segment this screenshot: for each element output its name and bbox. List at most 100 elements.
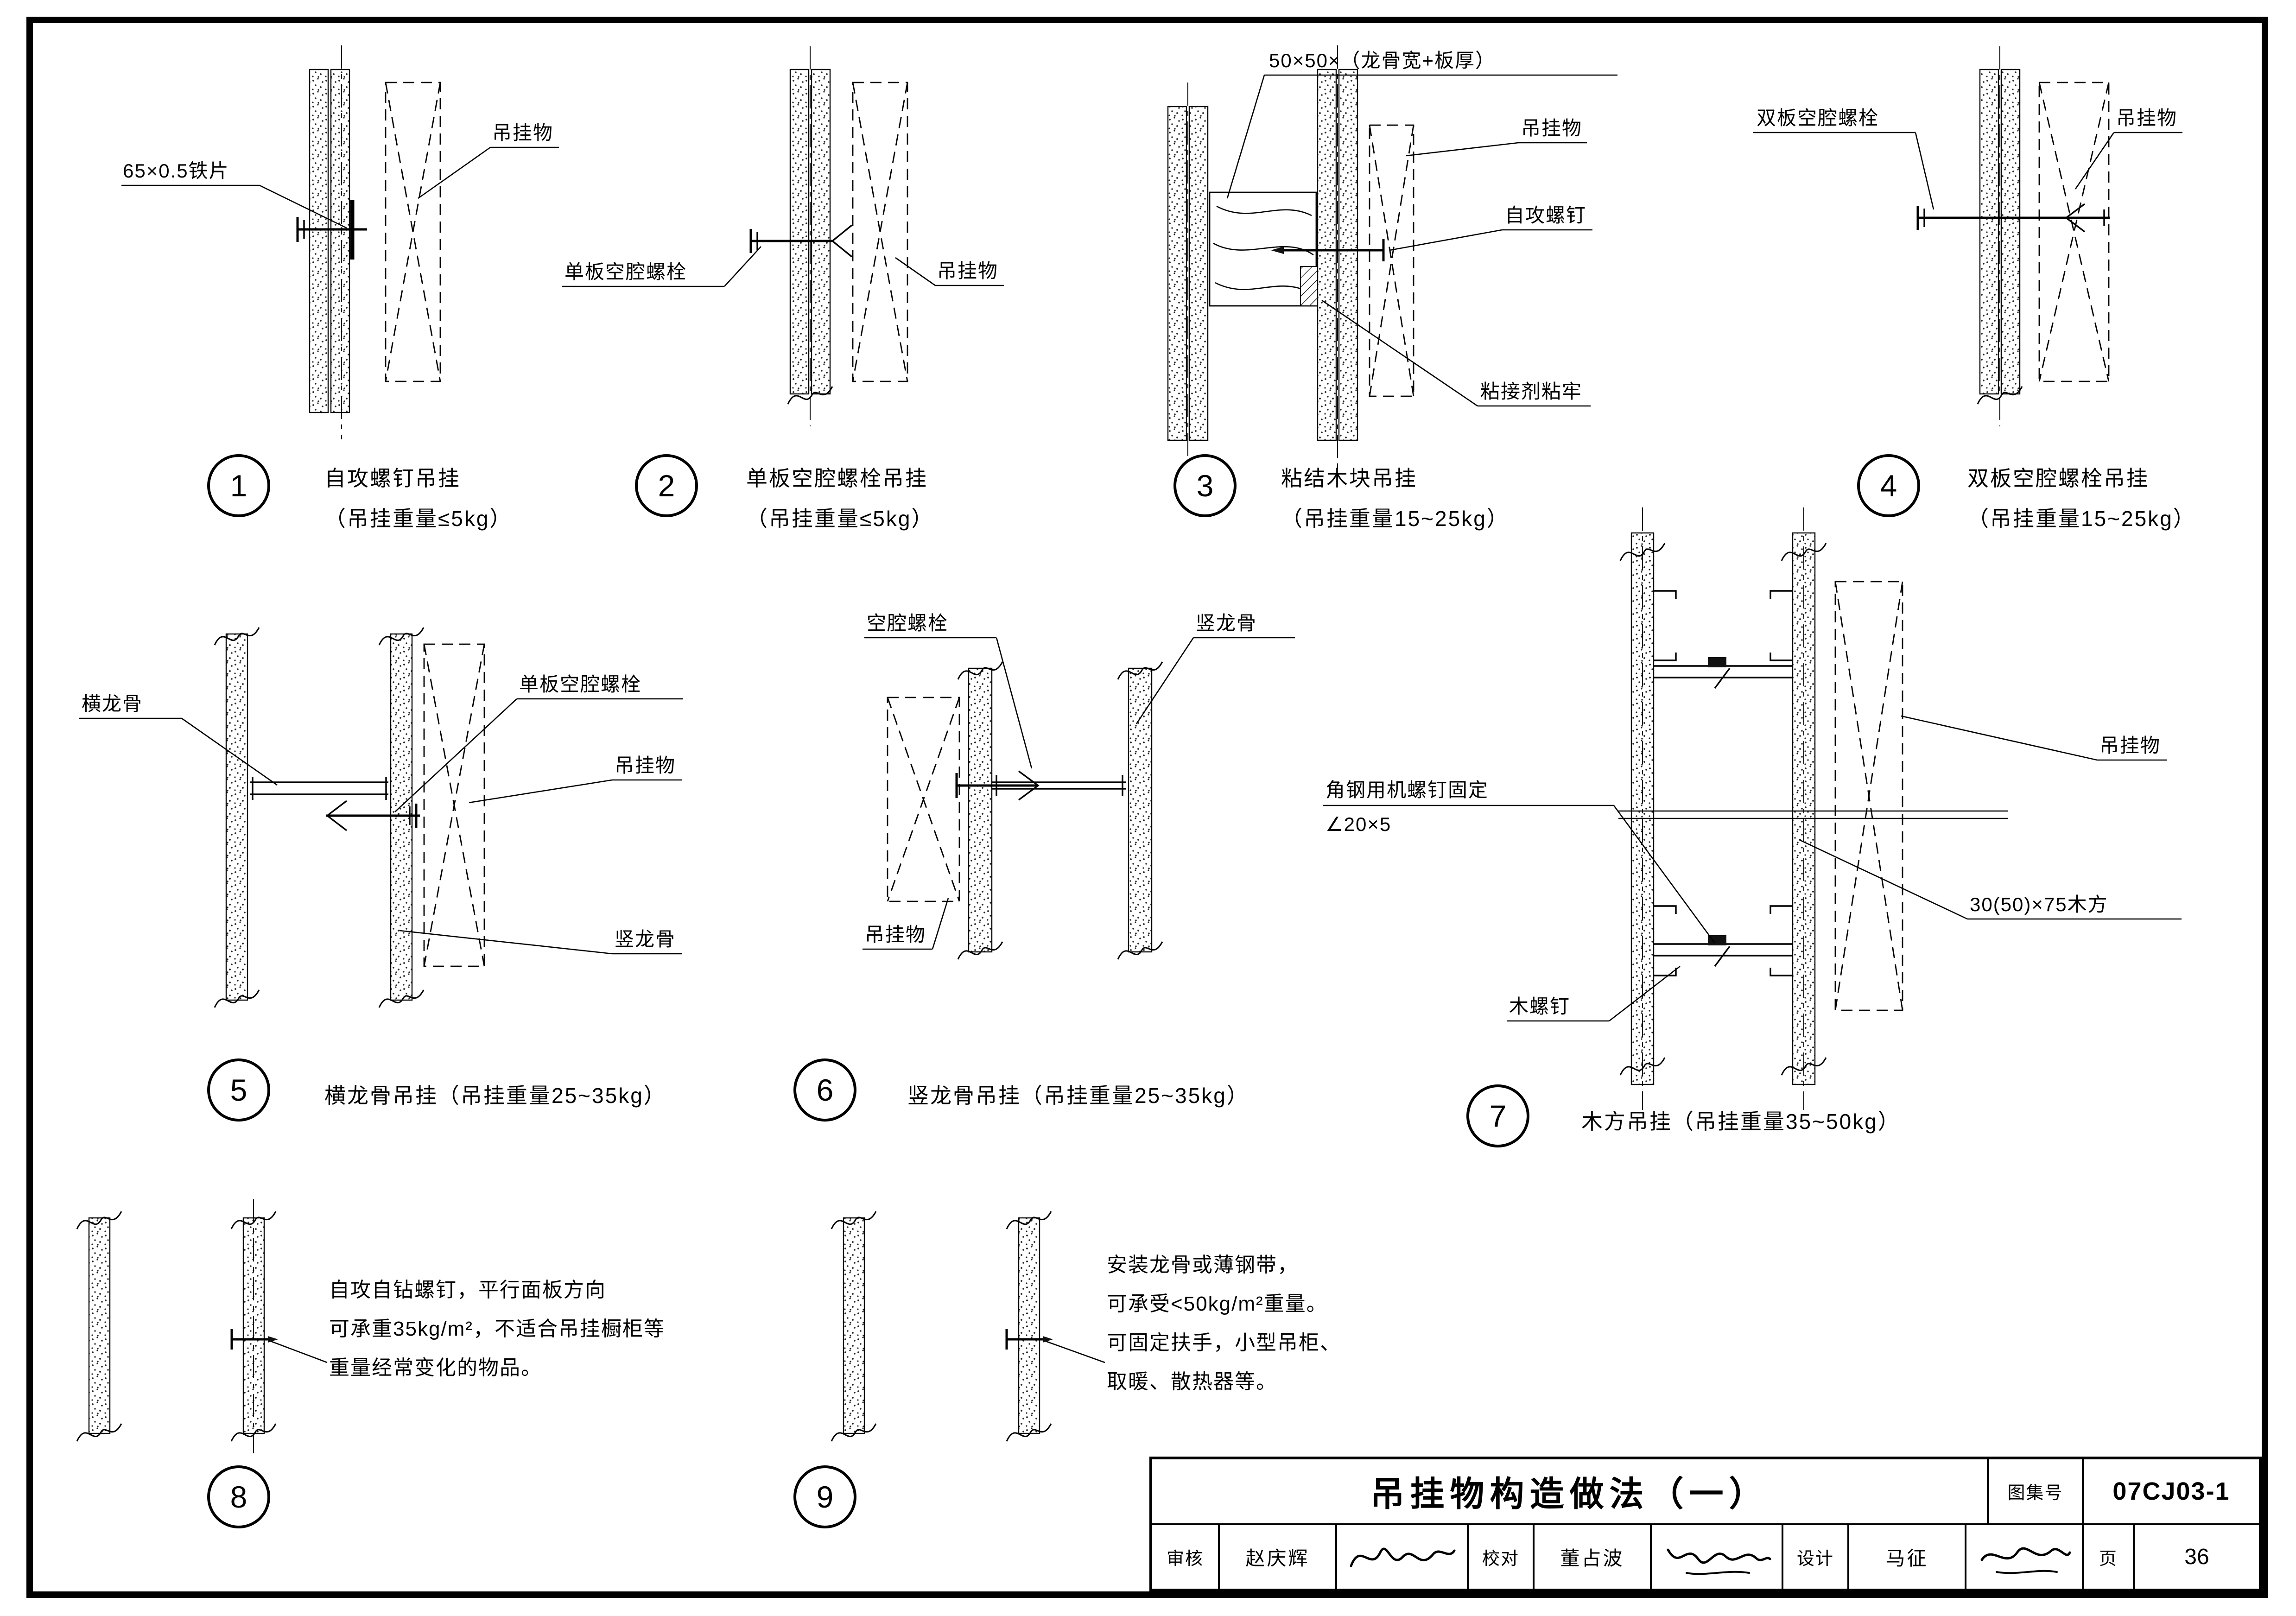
wall-board: [1018, 1217, 1040, 1434]
wall-board: [968, 667, 993, 953]
wall-board: [789, 69, 810, 395]
reviewer-label: 审核: [1166, 1549, 1204, 1569]
designer-signature: [1965, 1525, 2082, 1589]
detail-circle-8: 8: [207, 1465, 270, 1528]
detail-circle-9: 9: [793, 1465, 856, 1528]
detail-circle-4: 4: [1857, 454, 1920, 517]
anchor-wings: [1018, 770, 1040, 801]
channel-clips: [1654, 590, 1793, 976]
sheet-border: [26, 17, 2268, 1598]
note-line: 可承重35kg/m²，不适合吊挂橱柜等: [329, 1318, 665, 1340]
anchor-wings: [2065, 203, 2086, 233]
detail-2-linework: [562, 46, 1004, 426]
detail-9-linework: [831, 1210, 1105, 1442]
hanging-object-outline: [852, 82, 908, 382]
wall-board: [811, 69, 831, 395]
designer-label: 设计: [1782, 1525, 1847, 1589]
note-line: 可承受<50kg/m²重量。: [1107, 1293, 1328, 1315]
hanging-object-outline: [423, 643, 485, 967]
detail-circle-5: 5: [207, 1058, 270, 1122]
caption-4-line2: （吊挂重量15~25kg）: [1967, 507, 2196, 531]
label-object-7: 吊挂物: [2099, 735, 2161, 756]
note-line: 可固定扶手，小型吊柜、: [1107, 1331, 1341, 1354]
wall-board: [843, 1217, 865, 1434]
wall-board: [1128, 667, 1153, 953]
detail-circle-2: 2: [635, 454, 698, 517]
atlas-number: 07CJ03-1: [2082, 1459, 2259, 1523]
label-object-2: 吊挂物: [937, 260, 999, 282]
wall-board: [1317, 69, 1337, 441]
atlas-number-label: 图集号: [1987, 1459, 2082, 1523]
caption-1-line2: （吊挂重量≤5kg）: [324, 507, 513, 531]
note-line: 自攻自钻螺钉，平行面板方向: [329, 1279, 606, 1301]
label-vstud-5: 竖龙骨: [615, 928, 676, 950]
checker-signature: [1650, 1525, 1782, 1589]
label-screw-3: 自攻螺钉: [1505, 204, 1587, 226]
checker-label: 校对: [1467, 1525, 1533, 1589]
detail-8-linework: [76, 1199, 328, 1453]
wall-board: [1338, 69, 1358, 441]
wall-board: [1188, 106, 1209, 441]
detail-circle-3: 3: [1173, 454, 1237, 517]
detail-circle-7: 7: [1466, 1084, 1529, 1147]
wall-board: [330, 69, 350, 413]
page-number: 36: [2133, 1525, 2259, 1589]
note-line: 安装龙骨或薄钢带，: [1107, 1254, 1299, 1276]
designer-name: 马征: [1847, 1525, 1965, 1589]
detail-5-linework: [79, 627, 683, 1008]
label-wood-7: 30(50)×75木方: [1970, 894, 2108, 915]
title-block-bottom-row: 审核 赵庆辉 校对 董占波 设计 马征: [1152, 1523, 2259, 1589]
wall-board: [2000, 69, 2021, 395]
caption-6: 竖龙骨吊挂（吊挂重量25~35kg）: [907, 1084, 1249, 1108]
label-block-size-3: 50×50×（龙骨宽+板厚）: [1269, 50, 1496, 71]
wall-board: [88, 1217, 111, 1434]
hanging-object-outline: [1369, 124, 1414, 397]
wall-board: [390, 633, 413, 1001]
signature-scribble: [1350, 1547, 1456, 1567]
label-object-6: 吊挂物: [865, 924, 926, 945]
hanging-object-outline: [2038, 82, 2110, 382]
label-vstud-6: 竖龙骨: [1196, 612, 1257, 634]
detail-6-linework: [863, 637, 1295, 960]
caption-3-line1: 粘结木块吊挂: [1281, 466, 1417, 490]
wall-board: [1979, 69, 1999, 395]
caption-3-line2: （吊挂重量15~25kg）: [1281, 507, 1510, 531]
hanging-object-outline: [385, 82, 441, 382]
signature-scribble: [1980, 1547, 2071, 1574]
label-bolt-2: 单板空腔螺栓: [564, 261, 687, 283]
caption-2-line1: 单板空腔螺栓吊挂: [746, 466, 928, 490]
caption-2-line2: （吊挂重量≤5kg）: [746, 507, 934, 531]
checker-name: 董占波: [1533, 1525, 1650, 1589]
caption-1-line1: 自攻螺钉吊挂: [324, 466, 461, 490]
wall-board: [225, 633, 248, 1001]
label-hstud-5: 横龙骨: [82, 693, 143, 715]
label-glue-3: 粘接剂粘牢: [1480, 380, 1583, 402]
signature-scribble: [1667, 1548, 1771, 1575]
wood-member-bottom: [1654, 935, 1793, 967]
hanging-object-outline: [887, 697, 960, 902]
label-bolt-5: 单板空腔螺栓: [519, 673, 642, 695]
title-block: 吊挂物构造做法（一） 图集号 07CJ03-1 审核 赵庆辉 校对 董占波 设计…: [1149, 1457, 2262, 1591]
hanging-object-outline: [1834, 581, 1903, 1011]
label-angle-steel-7: 角钢用机螺钉固定: [1326, 779, 1489, 801]
wall-board: [309, 69, 329, 413]
label-object-1: 吊挂物: [492, 122, 554, 144]
note-8: 自攻自钻螺钉，平行面板方向 可承重35kg/m²，不适合吊挂橱柜等 重量经常变化…: [329, 1271, 665, 1388]
detail-7-linework: [1323, 507, 2182, 1110]
anchor-wings: [831, 224, 853, 258]
reviewer-signature: [1335, 1525, 1467, 1589]
label-bolt-6: 空腔螺栓: [867, 612, 949, 634]
title-block-top-row: 吊挂物构造做法（一） 图集号 07CJ03-1: [1152, 1459, 2259, 1523]
label-iron-strip: 65×0.5铁片: [123, 160, 229, 182]
caption-4-line1: 双板空腔螺栓吊挂: [1967, 466, 2149, 490]
page-label: 页: [2082, 1525, 2133, 1589]
label-bolt-4: 双板空腔螺栓: [1757, 107, 1879, 129]
detail-circle-1: 1: [207, 454, 270, 517]
wall-board: [1167, 106, 1187, 441]
note-line: 重量经常变化的物品。: [329, 1356, 542, 1379]
sheet-title: 吊挂物构造做法（一）: [1370, 1475, 1769, 1514]
detail-1-linework: [121, 45, 559, 439]
caption-5: 横龙骨吊挂（吊挂重量25~35kg）: [324, 1084, 666, 1108]
